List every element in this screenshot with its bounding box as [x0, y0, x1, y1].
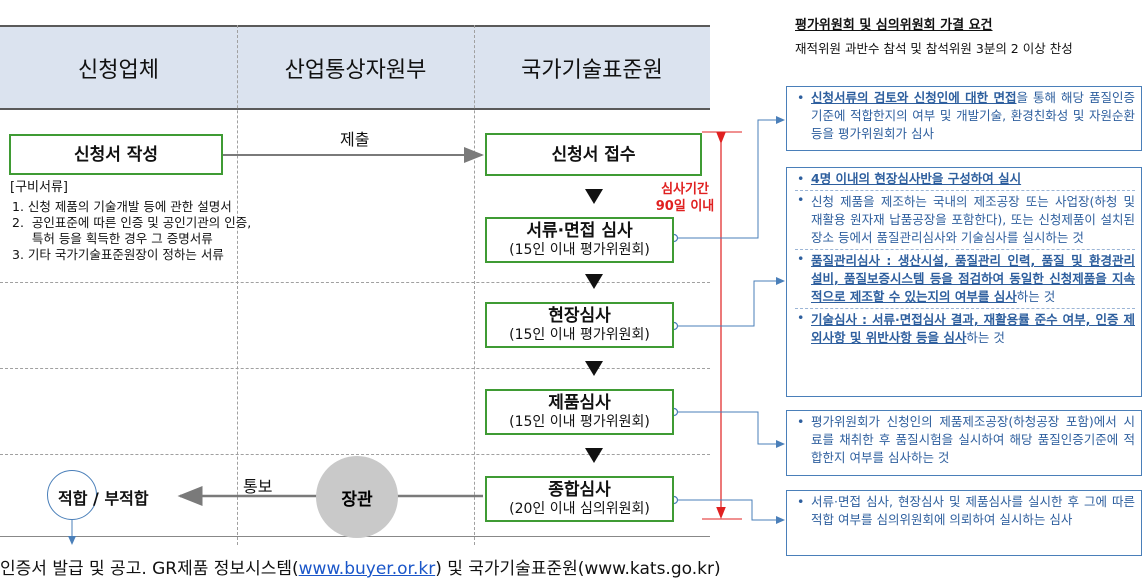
buyer-link[interactable]: www.buyer.or.kr	[298, 559, 436, 579]
column-title-kats: 국가기술표준원	[521, 57, 663, 83]
minister-label: 장관	[341, 489, 373, 510]
documents-heading: [구비서류]	[10, 180, 68, 195]
document-item: 1. 신청 제품의 기술개발 등에 관한 설명서	[12, 199, 232, 214]
connector-final	[674, 499, 785, 524]
site-review-box: 현장심사 (15인 이내 평가위원회)	[485, 302, 674, 348]
detail-text: 을 통해 해당 품질인증 기준에 적합한지의 여부 및 개발기술, 환경친화성 …	[811, 90, 1135, 141]
detail-box-final-review: 서류·면접 심사, 현장심사 및 제품심사를 실시한 후 그에 따른 적합 여부…	[786, 490, 1142, 556]
result-pass: 적합	[58, 489, 88, 508]
result-fail: 부적합	[104, 489, 149, 508]
detail-text: 서류·면접 심사, 현장심사 및 제품심사를 실시한 후 그에 따른 적합 여부…	[811, 494, 1135, 527]
column-divider	[474, 25, 475, 545]
receive-label: 신청서 접수	[551, 144, 636, 165]
column-title-applicant: 신청업체	[78, 57, 159, 83]
product-review-title: 제품심사	[548, 393, 611, 413]
final-review-sub: (20인 이내 심의위원회)	[509, 501, 650, 517]
result-separator: /	[87, 489, 105, 508]
detail-item: 4명 이내의 현장심사반을 구성하여 실시	[795, 170, 1135, 188]
detail-text: 평가위원회가 신청인의 제품제조공장(하청공장 포함)에서 시료를 채취한 후 …	[811, 414, 1135, 465]
footer-text: 인증서 발급 및 공고. GR제품 정보시스템(www.buyer.or.kr)…	[0, 554, 721, 579]
result-circle	[47, 470, 97, 520]
notify-label: 통보	[243, 477, 273, 496]
period-label: 심사기간 90일 이내	[650, 181, 720, 215]
detail-item: 신청 제품을 제조하는 국내의 제조공장 또는 사업장(하청 및 재활용 원자재…	[795, 190, 1135, 247]
minister-circle: 장관	[316, 456, 398, 538]
column-title-ministry: 산업통상자원부	[284, 57, 427, 83]
document-item: 3. 기타 국가기술표준원장이 정하는 서류	[12, 247, 224, 262]
detail-item: 신청서류의 검토와 신청인에 대한 면접을 통해 해당 품질인증 기준에 적합한…	[795, 89, 1135, 143]
detail-item: 평가위원회가 신청인의 제품제조공장(하청공장 포함)에서 시료를 채취한 후 …	[795, 413, 1135, 467]
down-arrow	[585, 361, 603, 376]
doc-review-sub: (15인 이내 평가위원회)	[509, 242, 650, 258]
connector-doc-review	[674, 116, 785, 239]
detail-emphasis: 기술심사 : 서류·면접심사 결과, 재활용률 준수 여부, 인증 제외사항 및…	[811, 312, 1135, 345]
detail-item: 기술심사 : 서류·면접심사 결과, 재활용률 준수 여부, 인증 제외사항 및…	[795, 308, 1135, 347]
down-arrow	[585, 274, 603, 289]
committee-requirement-text: 재적위원 과반수 참석 및 참석위원 3분의 2 이상 찬성	[795, 41, 1073, 56]
product-review-box: 제품심사 (15인 이내 평가위원회)	[485, 389, 674, 435]
period-line2: 90일 이내	[655, 199, 715, 214]
doc-review-box: 서류·면접 심사 (15인 이내 평가위원회)	[485, 217, 674, 263]
detail-box-product-review: 평가위원회가 신청인의 제품제조공장(하청공장 포함)에서 시료를 채취한 후 …	[786, 410, 1142, 476]
detail-item: 서류·면접 심사, 현장심사 및 제품심사를 실시한 후 그에 따른 적합 여부…	[795, 493, 1135, 529]
row-divider	[0, 282, 710, 283]
site-review-title: 현장심사	[548, 306, 611, 326]
detail-emphasis: 품질관리심사 : 생산시설, 품질관리 인력, 품질 및 환경관리 설비, 품질…	[811, 253, 1135, 304]
product-review-sub: (15인 이내 평가위원회)	[509, 414, 650, 430]
connector-product	[674, 411, 785, 448]
detail-item: 품질관리심사 : 생산시설, 품질관리 인력, 품질 및 환경관리 설비, 품질…	[795, 249, 1135, 306]
site-review-sub: (15인 이내 평가위원회)	[509, 327, 650, 343]
document-item: 특허 등을 획득한 경우 그 증명서류	[12, 231, 213, 246]
final-review-box: 종합심사 (20인 이내 심의위원회)	[485, 476, 674, 522]
footer-post: ) 및 국가기술표준원(www.kats.go.kr)	[435, 559, 721, 579]
committee-requirement-title: 평가위원회 및 심의위원회 가결 요건	[795, 18, 993, 33]
apply-label: 신청서 작성	[73, 144, 159, 165]
detail-box-site-review: 4명 이내의 현장심사반을 구성하여 실시 신청 제품을 제조하는 국내의 제조…	[786, 167, 1142, 397]
period-line1: 심사기간	[661, 182, 709, 197]
submit-label: 제출	[340, 130, 370, 149]
final-review-title: 종합심사	[548, 480, 611, 500]
footer-pre: 인증서 발급 및 공고. GR제품 정보시스템(	[0, 559, 299, 579]
column-divider	[237, 25, 238, 545]
detail-box-doc-review: 신청서류의 검토와 신청인에 대한 면접을 통해 해당 품질인증 기준에 적합한…	[786, 86, 1142, 151]
detail-text: 하는 것	[1016, 289, 1056, 304]
row-divider	[0, 368, 710, 369]
header-band: 신청업체 산업통상자원부 국가기술표준원	[0, 25, 710, 110]
connector-site	[674, 277, 785, 327]
document-item: 2. 공인표준에 따른 인증 및 공인기관의 인증,	[12, 215, 252, 230]
detail-emphasis: 4명 이내의 현장심사반을 구성하여 실시	[811, 171, 1022, 186]
receive-box: 신청서 접수	[485, 133, 702, 176]
detail-emphasis: 신청서류의 검토와 신청인에 대한 면접	[811, 90, 1017, 105]
result-label: 적합 / 부적합	[58, 485, 149, 509]
doc-review-title: 서류·면접 심사	[526, 221, 633, 241]
down-arrow	[585, 448, 603, 463]
required-documents: [구비서류] 1. 신청 제품의 기술개발 등에 관한 설명서 2. 공인표준에…	[10, 180, 251, 263]
apply-box: 신청서 작성	[9, 134, 223, 175]
detail-text: 신청 제품을 제조하는 국내의 제조공장 또는 사업장(하청 및 재활용 원자재…	[811, 194, 1135, 245]
detail-text: 하는 것	[966, 330, 1005, 345]
down-arrow	[585, 189, 603, 204]
row-divider	[0, 454, 710, 455]
